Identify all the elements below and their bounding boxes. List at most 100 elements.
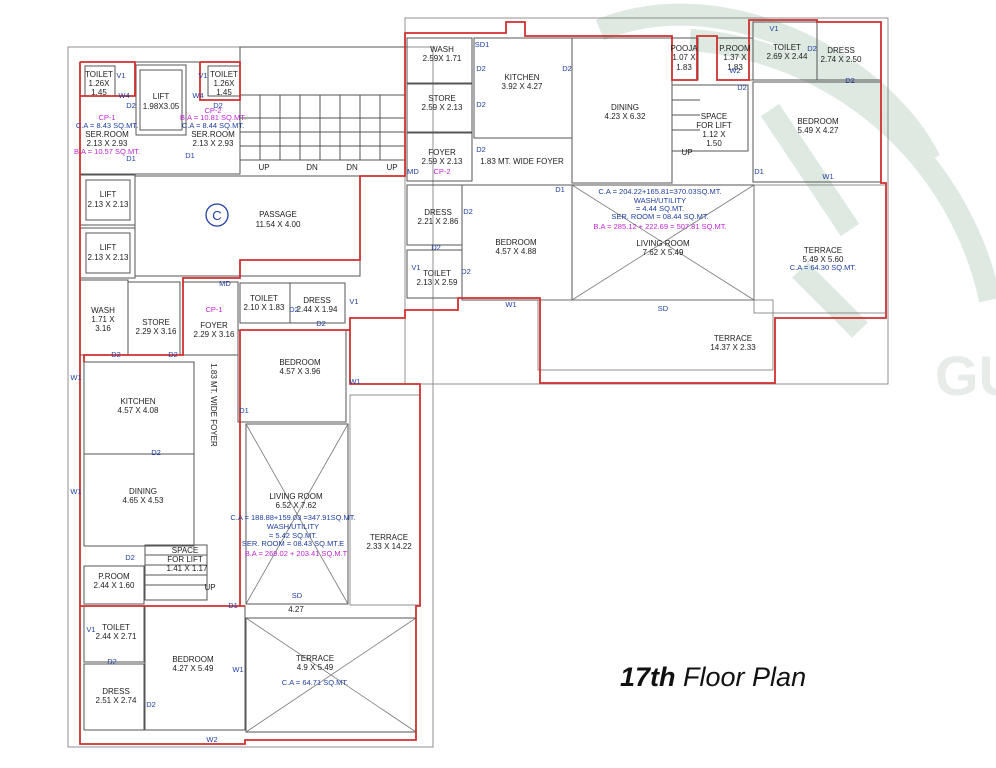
r-toilet2-label: TOILET	[423, 269, 451, 278]
r-dress-dim: 2.74 X 2.50	[821, 55, 862, 64]
toilet-right-dim: 1.26X	[214, 79, 236, 88]
cp2-ca: C.A = 8.44 SQ.MT.	[182, 121, 244, 130]
r-kitchen-dim: 3.92 X 4.27	[502, 82, 543, 91]
r-area-ca: C.A = 204.22+165.81=370.03SQ.MT.	[598, 187, 721, 196]
r-terrace-right-dim: 5.49 X 5.60	[803, 255, 844, 264]
tag: D2	[476, 64, 486, 73]
tag: D2	[737, 83, 747, 92]
tag: SD	[292, 591, 303, 600]
tag: W4	[118, 91, 129, 100]
l-area-ba: B.A = 269.02 + 203.41 SQ.M.T	[245, 549, 348, 558]
tag: V1	[769, 24, 778, 33]
tag: D1	[754, 167, 764, 176]
l-terrace-side-dim: 2.33 X 14.22	[366, 542, 412, 551]
tag: D2	[845, 76, 855, 85]
l-terrace-side-label: TERRACE	[370, 533, 408, 542]
r-proom-dim: 1.37 X	[723, 53, 747, 62]
c-symbol: C	[212, 208, 221, 223]
r-dress2-dim: 2.21 X 2.86	[418, 217, 459, 226]
cp2-label: CP-2	[204, 106, 221, 115]
l-toilet2-label: TOILET	[102, 623, 130, 632]
tag: V1	[198, 71, 207, 80]
tag: D2	[146, 700, 156, 709]
watermark: GU	[595, 3, 996, 407]
tag: D2	[107, 657, 117, 666]
r-kitchen-label: KITCHEN	[504, 73, 539, 82]
tag: D1	[555, 185, 565, 194]
passage-dim: 11.54 X 4.00	[256, 220, 301, 229]
tag: D2	[316, 319, 326, 328]
tag: D2	[125, 553, 135, 562]
l-area-ser: SER. ROOM = 08.43 SQ.MT.E	[242, 539, 344, 548]
tag: W1	[349, 377, 360, 386]
tag: D2	[431, 243, 441, 252]
r-area-wash-val: = 4.44 SQ.MT.	[636, 204, 684, 213]
r-space-lift-1: SPACE	[701, 112, 728, 121]
l-proom-dim: 2.44 X 1.60	[94, 581, 135, 590]
door-window-tags: V1 W4 W4 V1 D2 D1 D1 D2 SD1 D2 D2 D2 D2 …	[70, 24, 854, 744]
tag: W4	[192, 91, 203, 100]
l-store-dim: 2.29 X 3.16	[136, 327, 177, 336]
tag: D2	[126, 101, 136, 110]
l-foyer-label: FOYER	[200, 321, 228, 330]
l-dining-dim: 4.65 X 4.53	[123, 496, 164, 505]
tag: V1	[349, 297, 358, 306]
r-toilet-dim: 2.69 X 2.44	[767, 52, 808, 61]
toilet-left-label: TOILET	[85, 70, 113, 79]
l-wash-dim: 1.71 X	[91, 315, 115, 324]
tag: W1	[70, 373, 81, 382]
tag: D2	[476, 145, 486, 154]
l-toilet-dim: 2.10 X 1.83	[244, 303, 285, 312]
r-toilet2-dim: 2.13 X 2.59	[417, 278, 458, 287]
r-dress2-label: DRESS	[424, 208, 452, 217]
lift-1-dim: 1.98X3.05	[143, 102, 180, 111]
lift-3-dim: 2.13 X 2.13	[88, 253, 129, 262]
cp1-label: CP-1	[98, 113, 115, 122]
r-terrace-bottom-label: TERRACE	[714, 334, 752, 343]
c-symbol-circle	[205, 203, 229, 227]
cp1-ca: C.A = 8.43 SQ.MT.	[76, 121, 138, 130]
tag: D1	[228, 601, 238, 610]
l-living-dim: 6.52 X 7.62	[276, 501, 317, 510]
l-wash-label: WASH	[91, 306, 115, 315]
tag: D2	[807, 44, 817, 53]
r-bedroom2-dim: 4.57 X 4.88	[496, 247, 537, 256]
lift-1-label: LIFT	[153, 92, 170, 101]
r-living-dim: 7.62 X 5.49	[643, 248, 684, 257]
r-area-ba: B.A = 285.12 + 222.69 = 507.81 SQ.MT.	[593, 222, 726, 231]
l-wide-foyer: 1.83 MT. WIDE FOYER	[209, 363, 218, 447]
l-proom-label: P.ROOM	[98, 572, 130, 581]
cp2-ser: SER.ROOM	[191, 130, 235, 139]
l-living-label: LIVING ROOM	[269, 492, 323, 501]
l-dining-label: DINING	[129, 487, 157, 496]
r-store-label: STORE	[428, 94, 455, 103]
r-terrace-right-label: TERRACE	[804, 246, 842, 255]
tag: V1	[411, 263, 420, 272]
r-space-lift-4: 1.50	[706, 139, 722, 148]
r-bedroom-top-label: BEDROOM	[797, 117, 839, 126]
l-foyer-dim: 2.29 X 3.16	[194, 330, 235, 339]
plan-title: 17th Floor Plan	[620, 662, 806, 693]
l-bedroom2-dim: 4.27 X 5.49	[173, 664, 214, 673]
l-toilet2-dim: 2.44 X 2.71	[96, 632, 137, 641]
cp1-dim: 2.13 X 2.93	[87, 139, 128, 148]
tag: W1	[822, 172, 833, 181]
r-space-lift-2: FOR LIFT	[696, 121, 732, 130]
unit-outlines	[79, 19, 887, 745]
l-space-lift-3: 1.41 X 1.17	[167, 564, 208, 573]
r-proom-dim2: 1.83	[727, 63, 743, 72]
l-space-lift-1: SPACE	[172, 546, 199, 555]
watermark-text: GU	[935, 344, 996, 407]
tag: D2	[213, 101, 223, 110]
r-dining-dim: 4.23 X 6.32	[605, 112, 646, 121]
l-kitchen-label: KITCHEN	[120, 397, 155, 406]
flat-right-labels: WASH 2.59X 1.71 STORE 2.59 X 2.13 FOYER …	[417, 43, 862, 352]
cp2-dim: 2.13 X 2.93	[193, 139, 234, 148]
r-area-ser: SER. ROOM = 08.44 SQ.MT.	[611, 212, 708, 221]
r-terrace-bottom-dim: 14.37 X 2.33	[710, 343, 756, 352]
toilet-left-dim: 1.26X	[89, 79, 111, 88]
r-toilet-label: TOILET	[773, 43, 801, 52]
tag: MD	[407, 167, 419, 176]
r-terrace-right-ca: C.A = 64.30 SQ.MT.	[790, 263, 857, 272]
